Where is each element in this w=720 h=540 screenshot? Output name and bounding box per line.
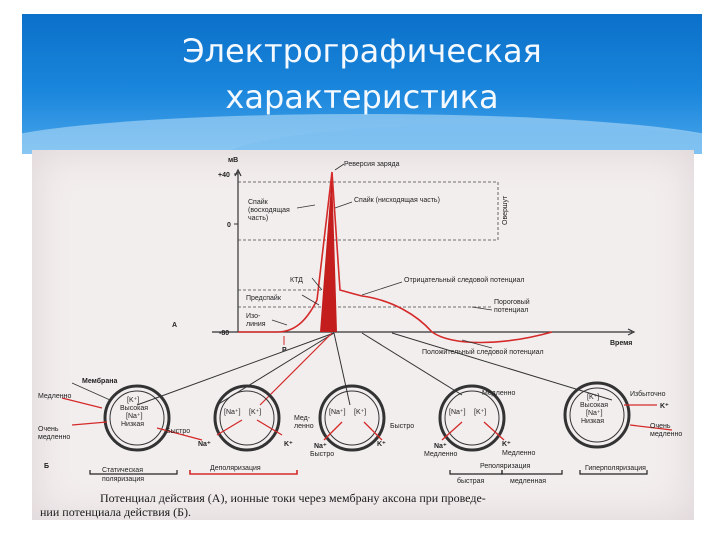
- phase-repol: Реполяризация: [480, 463, 530, 470]
- title-line-1: Электрографическая: [182, 32, 542, 70]
- cell-1: [103, 384, 171, 452]
- membrane-leader: [71, 382, 111, 401]
- y-ticks: [234, 173, 238, 333]
- tick-0: 0: [227, 222, 231, 229]
- threshold-2: потенциал: [494, 307, 528, 314]
- c4-na-ion: Na⁺: [434, 443, 447, 450]
- pos-trace-label: Положительный следовой потенциал: [422, 348, 544, 356]
- label-a: А: [172, 322, 177, 329]
- fan-line-red: [259, 332, 333, 406]
- spike-down: Спайк (нисходящая часть): [354, 196, 440, 204]
- dashed-guides: [238, 181, 499, 308]
- action-potential-diagram: мВ +40 0 -80 Реверсия заряда Спайк (восх…: [38, 157, 682, 519]
- c3-na: [Na⁺]: [329, 409, 346, 416]
- c3-k-ion: K⁺: [377, 441, 386, 448]
- x-axis-arrow: [627, 328, 636, 336]
- ktd-label: КТД: [290, 277, 303, 284]
- phase-repol-slow: медленная: [510, 478, 546, 485]
- slide-header: [22, 14, 702, 154]
- spike-up-1: Спайк: [248, 198, 269, 206]
- spike-up-2: (восходящая: [248, 207, 290, 214]
- phase-brackets: [89, 470, 648, 475]
- threshold-1: Пороговый: [494, 298, 530, 306]
- axis-unit: мВ: [228, 157, 238, 164]
- label-p: Р: [282, 347, 287, 354]
- c2-na: [Na⁺]: [224, 409, 241, 416]
- c5-k: [K⁺]: [587, 394, 599, 401]
- c5-very-1: Очень: [650, 423, 671, 430]
- cell-5: [563, 381, 631, 449]
- peak-label: Реверсия заряда: [344, 161, 400, 168]
- c5-na: [Na⁺]: [586, 410, 603, 417]
- c1-very-2: медленно: [38, 434, 70, 441]
- ion-arrows: [61, 397, 673, 441]
- c5-k-out: K⁺: [660, 403, 669, 410]
- c4-slowly: Медленно: [482, 390, 515, 397]
- neg-trace-label: Отрицательный следовой потенциал: [404, 276, 524, 284]
- c3-fast: Быстро: [390, 423, 414, 430]
- c1-na: [Na⁺]: [126, 413, 143, 420]
- c1-very-1: Очень: [38, 426, 59, 433]
- phase-depol: Деполяризация: [210, 465, 261, 472]
- c4-k: [K⁺]: [474, 409, 486, 416]
- c1-k: [K⁺]: [127, 397, 139, 404]
- c1-fast: Быстро: [166, 428, 190, 435]
- time-label: Время: [610, 340, 632, 347]
- axes: [212, 168, 636, 336]
- c5-very-2: медленно: [650, 431, 682, 438]
- c3-na-ion: Na⁺: [314, 443, 327, 450]
- label-b: Б: [44, 463, 49, 470]
- c1-slowly: Медленно: [38, 393, 71, 400]
- c4-k-slow: Медленно: [502, 450, 535, 457]
- c1-na-ion: Na⁺: [198, 441, 211, 448]
- isoline-2: линия: [246, 321, 266, 328]
- c1-low: Низкая: [121, 421, 144, 428]
- phase-hyper: Гиперполяризация: [585, 465, 646, 472]
- c4-na-slow: Медленно: [424, 451, 457, 458]
- c3-na-fast: Быстро: [310, 451, 334, 458]
- c1-high: Высокая: [120, 405, 148, 412]
- leaders: [271, 163, 493, 349]
- depol-bracket: [189, 470, 298, 475]
- isoline-1: Изо-: [246, 313, 261, 320]
- tick-minus80: -80: [219, 330, 229, 337]
- caption-line-2: нии потенциала действия (Б).: [40, 505, 191, 519]
- caption-line-1: Потенциал действия (А), ионные токи чере…: [100, 491, 486, 505]
- diagram-photo: мВ +40 0 -80 Реверсия заряда Спайк (восх…: [32, 150, 694, 520]
- membrane-label: Мембрана: [82, 377, 117, 385]
- tick-plus40: +40: [218, 172, 230, 179]
- prespike-label: Предспайк: [246, 294, 282, 302]
- spike-up-3: часть): [248, 215, 268, 222]
- c5-high: Высокая: [580, 402, 608, 409]
- title-line-2: характеристика: [225, 78, 499, 116]
- cell-2: [213, 384, 281, 452]
- slide-title: Электрографическая характеристика: [22, 28, 702, 120]
- cell-4: [438, 384, 506, 452]
- c5-excess: Избыточно: [630, 390, 666, 398]
- c2-k-ion: K⁺: [284, 441, 293, 448]
- phase-static-2: поляризация: [102, 476, 144, 483]
- c2-k: [K⁺]: [249, 409, 261, 416]
- phase-static-1: Статическая: [102, 467, 143, 474]
- cell-3: [318, 384, 386, 452]
- c5-low: Низкая: [581, 418, 604, 425]
- c2-slow-1: Мед-: [294, 415, 311, 422]
- c3-k: [K⁺]: [354, 409, 366, 416]
- phase-repol-fast: быстрая: [457, 477, 485, 485]
- c4-k-ion: K⁺: [502, 441, 511, 448]
- spike-fill: [320, 172, 337, 332]
- c2-slow-2: ленно: [294, 423, 314, 430]
- overshoot-label: Овершут: [502, 195, 509, 225]
- c4-na: [Na⁺]: [449, 409, 466, 416]
